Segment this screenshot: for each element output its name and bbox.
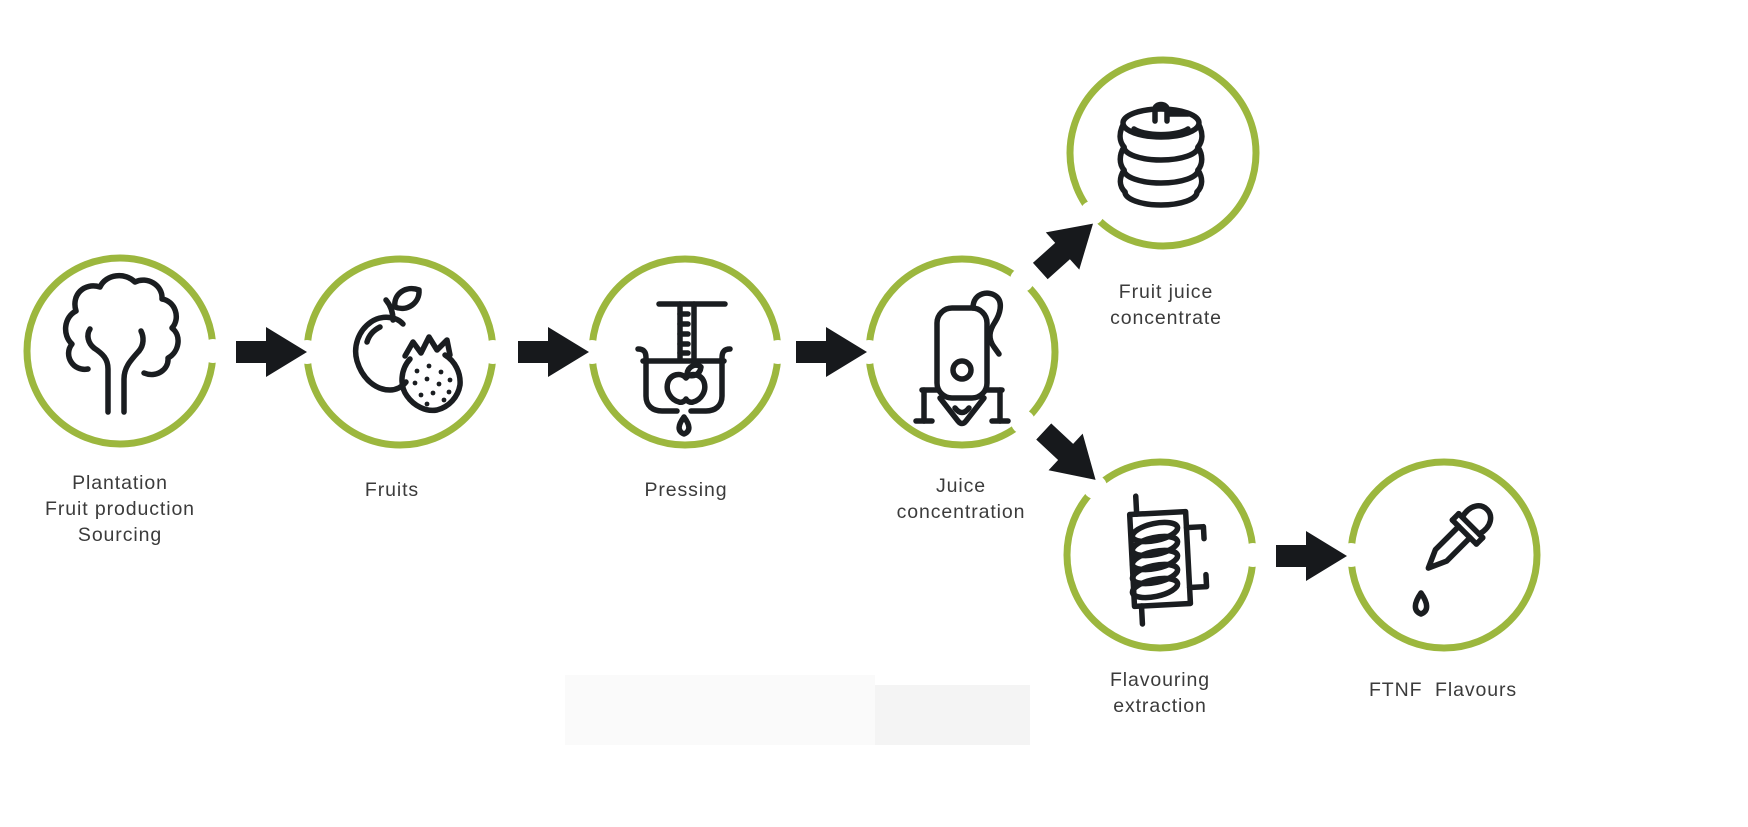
label-fruits: Fruits (364, 479, 420, 501)
arrow-concentration-to-concentrate (1023, 204, 1111, 291)
label-flavouring-extraction: Flavouring extraction (1109, 669, 1211, 717)
label-pressing: Pressing (644, 479, 728, 501)
fruits-icon (298, 255, 502, 449)
label-juice-concentration: Juice concentration (896, 475, 1026, 523)
node-pressing (583, 250, 787, 454)
barrel-icon (1066, 56, 1260, 250)
arrow-extraction-to-flavours (1276, 530, 1348, 582)
arrow-concentration-to-extraction (1026, 412, 1114, 499)
node-fruit-juice-concentrate (1061, 51, 1265, 255)
label-ftnf-flavours: FTNF Flavours (1368, 679, 1518, 701)
background-artifact (565, 675, 875, 745)
arrow-plantation-to-fruits (236, 326, 308, 378)
arrow-fruits-to-pressing (518, 326, 590, 378)
node-fruits (298, 250, 502, 454)
dropper-icon (1342, 458, 1541, 652)
node-juice-concentration (860, 250, 1064, 454)
label-plantation: Plantation Fruit production Sourcing (45, 472, 195, 546)
background-artifact (875, 685, 1030, 745)
concentration-tank-icon (860, 255, 1059, 449)
press-icon (583, 255, 787, 449)
node-flavouring-extraction (1058, 453, 1262, 657)
tree-icon (23, 254, 222, 448)
node-plantation (18, 249, 222, 453)
arrow-pressing-to-concentration (796, 326, 868, 378)
label-fruit-juice-concentrate: Fruit juice concentrate (1110, 281, 1222, 329)
extraction-coil-icon (1063, 458, 1262, 652)
node-ftnf-flavours (1342, 453, 1546, 657)
